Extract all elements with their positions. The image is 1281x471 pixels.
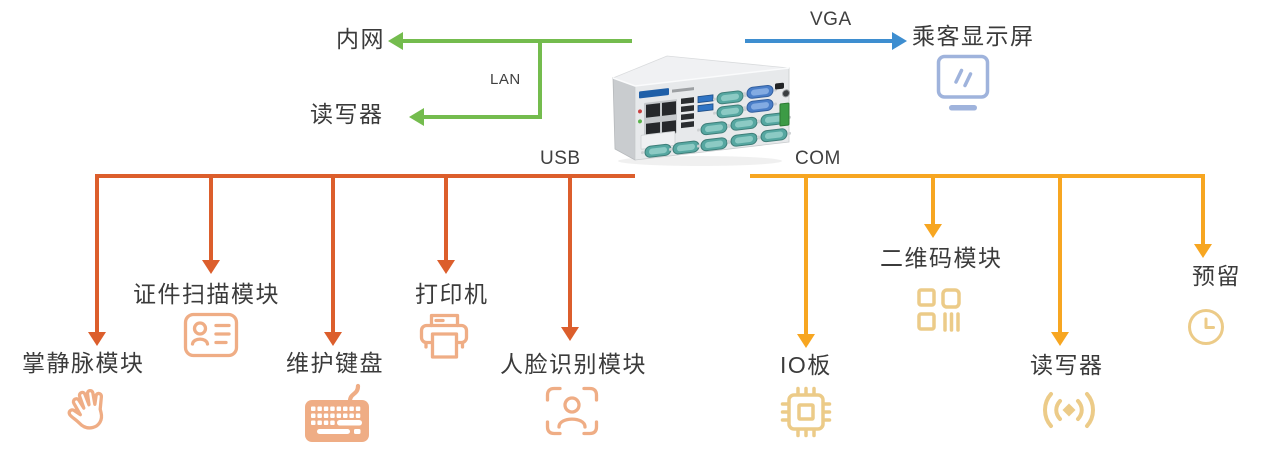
com-arrow-qr-module [924, 224, 942, 238]
printer-icon [419, 313, 469, 359]
com-drop-reader [1058, 174, 1062, 332]
label-lan-bus: LAN [490, 71, 521, 88]
com-arrow-reader [1051, 332, 1069, 346]
lan-arrow-reader [409, 108, 424, 126]
monitor-icon [936, 54, 990, 111]
industrial-pc-image [611, 55, 792, 166]
label-palm-vein: 掌静脉模块 [22, 350, 145, 376]
com-drop-io-board [804, 174, 808, 334]
label-maintenance-keyboard: 维护键盘 [286, 350, 384, 376]
label-face-recognition: 人脸识别模块 [500, 351, 647, 377]
com-arrow-io-board [797, 334, 815, 348]
com-drop-qr-module [931, 174, 935, 224]
face-scan-icon [545, 386, 599, 436]
label-usb-bus: USB [540, 148, 581, 169]
lan-bus-line-top [402, 39, 632, 43]
label-io-board: IO板 [780, 352, 832, 378]
usb-drop-face-recognition [568, 174, 572, 327]
label-com-reader: 读写器 [1030, 352, 1104, 378]
com-drop-reserved [1201, 174, 1205, 244]
usb-drop-printer [444, 174, 448, 260]
hand-icon [67, 389, 104, 430]
label-lan-reader: 读写器 [310, 101, 384, 127]
clock-icon [1188, 309, 1224, 345]
usb-arrow-keyboard [324, 332, 342, 346]
label-intranet: 内网 [336, 26, 385, 52]
vga-arrow-display [892, 32, 907, 50]
label-printer: 打印机 [415, 281, 489, 307]
usb-drop-palm-vein [95, 174, 99, 332]
label-vga-bus: VGA [810, 9, 852, 30]
lan-bus-line-bottom [424, 115, 542, 119]
qr-code-icon [917, 288, 961, 332]
usb-arrow-face-recognition [561, 327, 579, 341]
id-card-icon [183, 312, 239, 358]
rfid-signal-icon [1043, 392, 1095, 428]
label-reserved: 预留 [1192, 263, 1241, 289]
usb-arrow-palm-vein [88, 332, 106, 346]
label-passenger-display: 乘客显示屏 [912, 23, 1035, 49]
chip-icon [780, 386, 832, 438]
label-com-bus: COM [795, 148, 841, 169]
lan-bus-drop-line [538, 39, 542, 119]
usb-arrow-printer [437, 260, 455, 274]
usb-bus-line [95, 174, 635, 178]
usb-drop-id-scanner [209, 174, 213, 260]
keyboard-icon [305, 383, 369, 442]
com-arrow-reserved [1194, 244, 1212, 258]
usb-drop-keyboard [331, 174, 335, 332]
lan-arrow-intranet [388, 32, 403, 50]
vga-bus-line [745, 39, 892, 43]
label-id-scanner: 证件扫描模块 [133, 281, 280, 307]
label-qr-module: 二维码模块 [880, 245, 1003, 271]
usb-arrow-id-scanner [202, 260, 220, 274]
com-bus-line [750, 174, 1205, 178]
